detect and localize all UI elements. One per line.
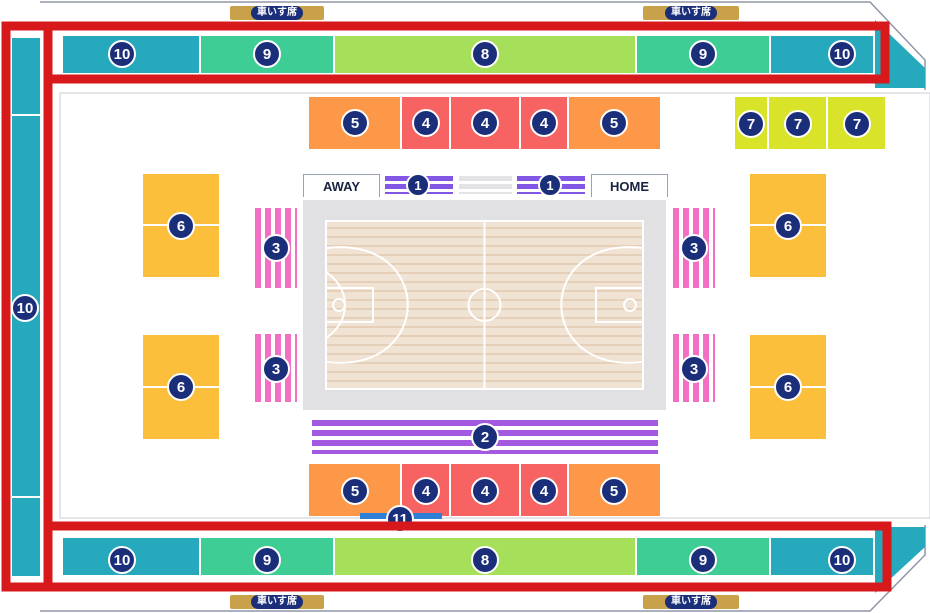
section-badge-1: 1: [538, 173, 562, 197]
wheelchair-label: 車いす席: [665, 595, 717, 609]
section-badge-5: 5: [600, 109, 628, 137]
section-badge-7: 7: [784, 110, 812, 138]
section-badge-9: 9: [689, 40, 717, 68]
wheelchair-label: 車いす席: [251, 6, 303, 20]
section-badge-4: 4: [471, 477, 499, 505]
section-badge-8: 8: [471, 546, 499, 574]
wheelchair-seat-bottom-left[interactable]: 車いす席: [230, 595, 324, 609]
section-badge-5: 5: [600, 477, 628, 505]
seat-section-10-bottom-right[interactable]: [771, 538, 873, 575]
section-badge-7: 7: [737, 110, 765, 138]
seat-section-10-top-right[interactable]: [771, 36, 873, 73]
section-badge-2: 2: [471, 423, 499, 451]
section-badge-4: 4: [471, 109, 499, 137]
section-badge-9: 9: [253, 40, 281, 68]
section-badge-6: 6: [167, 373, 195, 401]
section-badge-3: 3: [262, 355, 290, 383]
section-badge-3: 3: [262, 234, 290, 262]
wheelchair-label: 車いす席: [251, 595, 303, 609]
section-badge-3: 3: [680, 234, 708, 262]
court-side-table: [459, 176, 512, 194]
section-badge-9: 9: [253, 546, 281, 574]
section-badge-3: 3: [680, 355, 708, 383]
section-badge-4: 4: [412, 109, 440, 137]
wheelchair-seat-top-right[interactable]: 車いす席: [643, 6, 739, 20]
away-bench-label: AWAY: [303, 174, 380, 197]
wheelchair-seat-top-left[interactable]: 車いす席: [230, 6, 324, 20]
section-badge-6: 6: [167, 212, 195, 240]
section-badge-5: 5: [341, 109, 369, 137]
section-badge-4: 4: [412, 477, 440, 505]
section-badge-6: 6: [774, 212, 802, 240]
section-badge-4: 4: [530, 477, 558, 505]
section-badge-10: 10: [11, 294, 39, 322]
section-badge-10: 10: [828, 546, 856, 574]
section-badge-4: 4: [530, 109, 558, 137]
wheelchair-seat-bottom-right[interactable]: 車いす席: [643, 595, 739, 609]
section-badge-8: 8: [471, 40, 499, 68]
section-badge-6: 6: [774, 373, 802, 401]
section-divider: [12, 114, 40, 116]
section-badge-5: 5: [341, 477, 369, 505]
section-badge-10: 10: [108, 40, 136, 68]
section-badge-7: 7: [843, 110, 871, 138]
section-divider: [12, 496, 40, 498]
section-badge-9: 9: [689, 546, 717, 574]
section-badge-10: 10: [108, 546, 136, 574]
home-bench-label: HOME: [591, 174, 668, 197]
wheelchair-label: 車いす席: [665, 6, 717, 20]
section-badge-10: 10: [828, 40, 856, 68]
court-lines: [325, 220, 644, 390]
section-badge-1: 1: [406, 173, 430, 197]
